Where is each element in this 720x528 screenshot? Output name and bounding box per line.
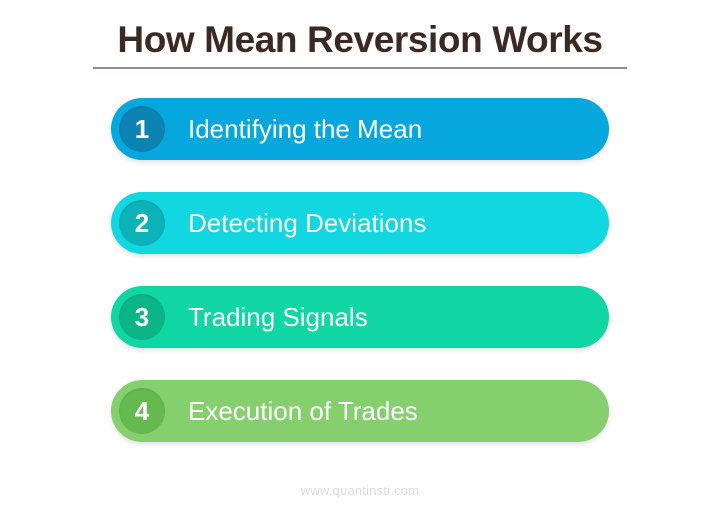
step-row[interactable]: 3 Trading Signals: [111, 286, 609, 348]
step-title-label: Detecting Deviations: [188, 208, 427, 238]
step-row[interactable]: 2 Detecting Deviations: [111, 192, 609, 254]
footer: www.quantinsti.com: [0, 482, 720, 500]
step-number-label: 3: [134, 302, 150, 332]
step-number-label: 2: [134, 208, 150, 238]
step-number-badge: 3: [119, 294, 165, 340]
page-title: How Mean Reversion Works: [117, 19, 603, 60]
title-divider: [93, 67, 627, 69]
source-url-label: www.quantinsti.com: [300, 483, 420, 498]
step-number-label: 4: [134, 396, 150, 426]
step-number-badge: 2: [119, 200, 165, 246]
step-number-badge: 1: [119, 106, 165, 152]
title-block: How Mean Reversion Works: [93, 18, 627, 69]
step-title-label: Execution of Trades: [188, 396, 418, 426]
step-number-badge: 4: [119, 388, 165, 434]
steps-list: 1 Identifying the Mean 2 Detecting Devia…: [0, 98, 720, 474]
step-row[interactable]: 1 Identifying the Mean: [111, 98, 609, 160]
step-title-label: Trading Signals: [188, 302, 368, 332]
step-row[interactable]: 4 Execution of Trades: [111, 380, 609, 442]
step-number-label: 1: [134, 114, 150, 144]
step-title-label: Identifying the Mean: [188, 114, 423, 144]
